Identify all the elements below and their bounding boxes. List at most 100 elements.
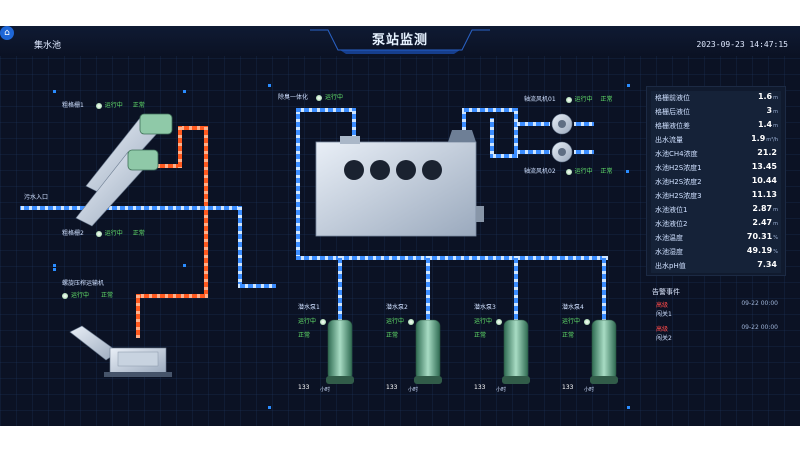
deodorizer-status: 运行中 [324, 94, 343, 101]
metric-label: 水池湿度 [655, 248, 683, 256]
inlet-label: 污水入口 [24, 194, 49, 201]
metric-number: 13.45 [751, 162, 777, 171]
pump-3[interactable] [502, 319, 530, 384]
sludge-pipe-4 [178, 126, 182, 168]
fan2-status: 运行中 [574, 168, 593, 175]
pump-2[interactable] [414, 319, 442, 384]
pump1-value: 133 [298, 384, 310, 391]
fan-icon [422, 160, 442, 180]
alarm-level: 高级 [656, 326, 669, 333]
metric-label: 水池液位2 [655, 220, 688, 228]
metric-number: 70.31 [746, 232, 773, 241]
status-dot [320, 318, 327, 325]
fan-pipe-g [514, 150, 550, 154]
compactor-status-line: 运行中 正常 [62, 290, 113, 299]
metric-unit: m [773, 123, 778, 129]
metric-value: 49.19% [747, 246, 778, 255]
home-icon[interactable]: ⌂ [0, 26, 14, 40]
pump1-state: 正常 [298, 332, 311, 339]
deodorizer-label: 除臭一体化 运行中 [278, 92, 343, 101]
water-pipe-b [238, 284, 276, 288]
pump1-status-line: 运行中 [298, 316, 329, 325]
metric-label: 格栅后液位 [655, 108, 690, 116]
metric-row: 水池液位1 2.87m [651, 203, 781, 217]
metric-row: 水池H2S浓度2 10.44 [651, 175, 781, 189]
metric-label: 水池CH4浓度 [655, 150, 698, 158]
top-bar: ⌂ 集水池 泵站监测 2023-09-23 14:47:15 [0, 26, 800, 56]
metric-row: 水池液位2 2.47m [651, 217, 781, 231]
metric-label: 水池H2S浓度3 [655, 192, 702, 200]
metric-value: 2.87m [752, 204, 778, 213]
metric-label: 水池H2S浓度2 [655, 178, 702, 186]
status-dot [95, 230, 102, 237]
fan-icon [344, 160, 364, 180]
alarm-item[interactable]: 高级 闯关2 09-22 00:00 [652, 322, 784, 342]
metric-row: 格栅后液位 3m [651, 105, 781, 119]
pump3-status-line: 运行中 [474, 316, 505, 325]
metric-value: 70.31% [747, 232, 778, 241]
pump2-unit: 小时 [408, 387, 419, 393]
pump2-state: 正常 [386, 332, 399, 339]
water-pipe-d [296, 108, 356, 112]
page-title: 泵站监测 [371, 33, 428, 48]
pump-4[interactable] [590, 319, 618, 384]
metric-value: 1.4m [758, 120, 778, 129]
deodorizer-name: 除臭一体化 [278, 94, 309, 101]
fan-pipe-i [574, 150, 594, 154]
fan-icon [396, 160, 416, 180]
fan1-state: 正常 [600, 96, 613, 103]
screen2-label: 粗格栅2 运行中 正常 [62, 228, 145, 237]
axial-fan-2[interactable] [551, 141, 573, 163]
metric-value: 2.47m [752, 218, 778, 227]
frame-corners [53, 84, 630, 409]
screw-compactor[interactable] [69, 325, 172, 377]
screen2-state: 正常 [132, 230, 145, 237]
status-dot [584, 318, 591, 325]
screen2-status: 运行中 [104, 230, 123, 237]
metric-value: 10.44 [752, 176, 778, 185]
process-diagram [20, 84, 630, 409]
metric-value: 21.2 [757, 148, 778, 157]
pump1-status: 运行中 [298, 318, 317, 325]
alarm-title: 告警事件 [652, 288, 680, 296]
pump3-status: 运行中 [474, 318, 493, 325]
bar-screen-2[interactable] [75, 149, 159, 227]
datetime: 2023-09-23 14:47:15 [696, 40, 788, 49]
title-frame: 泵站监测 [310, 28, 490, 56]
deodorizer-unit[interactable] [315, 130, 484, 237]
pump2-pipe [426, 256, 430, 320]
fan2-label: 轴流风机02 运行中 正常 [524, 166, 613, 175]
metric-row: 水池H2S浓度3 11.13 [651, 189, 781, 203]
dashboard-screen: ⌂ 集水池 泵站监测 2023-09-23 14:47:15 [0, 26, 800, 426]
pump3-state: 正常 [474, 332, 487, 339]
screen1-label: 粗格栅1 运行中 正常 [62, 100, 145, 109]
metric-label: 水池液位1 [655, 206, 688, 214]
page-tag[interactable]: 集水池 [34, 41, 62, 51]
pump-1[interactable] [326, 319, 354, 384]
fan1-name: 轴流风机01 [524, 96, 556, 103]
metric-value: 3m [767, 106, 778, 115]
metric-unit: % [773, 235, 778, 241]
compactor-name: 螺旋压榨运输机 [62, 280, 105, 287]
pump4-status: 运行中 [562, 318, 581, 325]
screen1-state: 正常 [132, 102, 145, 109]
title-frame-shape [310, 29, 490, 54]
metric-number: 2.47 [752, 218, 773, 227]
fan-pipe-d [490, 118, 494, 158]
metric-number: 21.2 [757, 148, 777, 157]
fan-pipe-e [490, 154, 518, 158]
alarm-item[interactable]: 高级 闯关1 09-22 00:00 [652, 298, 784, 318]
screen1-name: 粗格栅1 [62, 102, 84, 109]
bar-screen-1[interactable] [85, 113, 173, 195]
metric-label: 格栅前液位 [655, 94, 690, 102]
fan1-label: 轴流风机01 运行中 正常 [524, 94, 613, 103]
pump2-name: 潜水泵2 [386, 304, 408, 311]
fan-icon [370, 160, 390, 180]
metric-value: 11.13 [752, 190, 778, 199]
metric-unit: m [773, 109, 778, 115]
axial-fan-1[interactable] [551, 113, 573, 135]
metric-number: 3 [766, 106, 773, 115]
